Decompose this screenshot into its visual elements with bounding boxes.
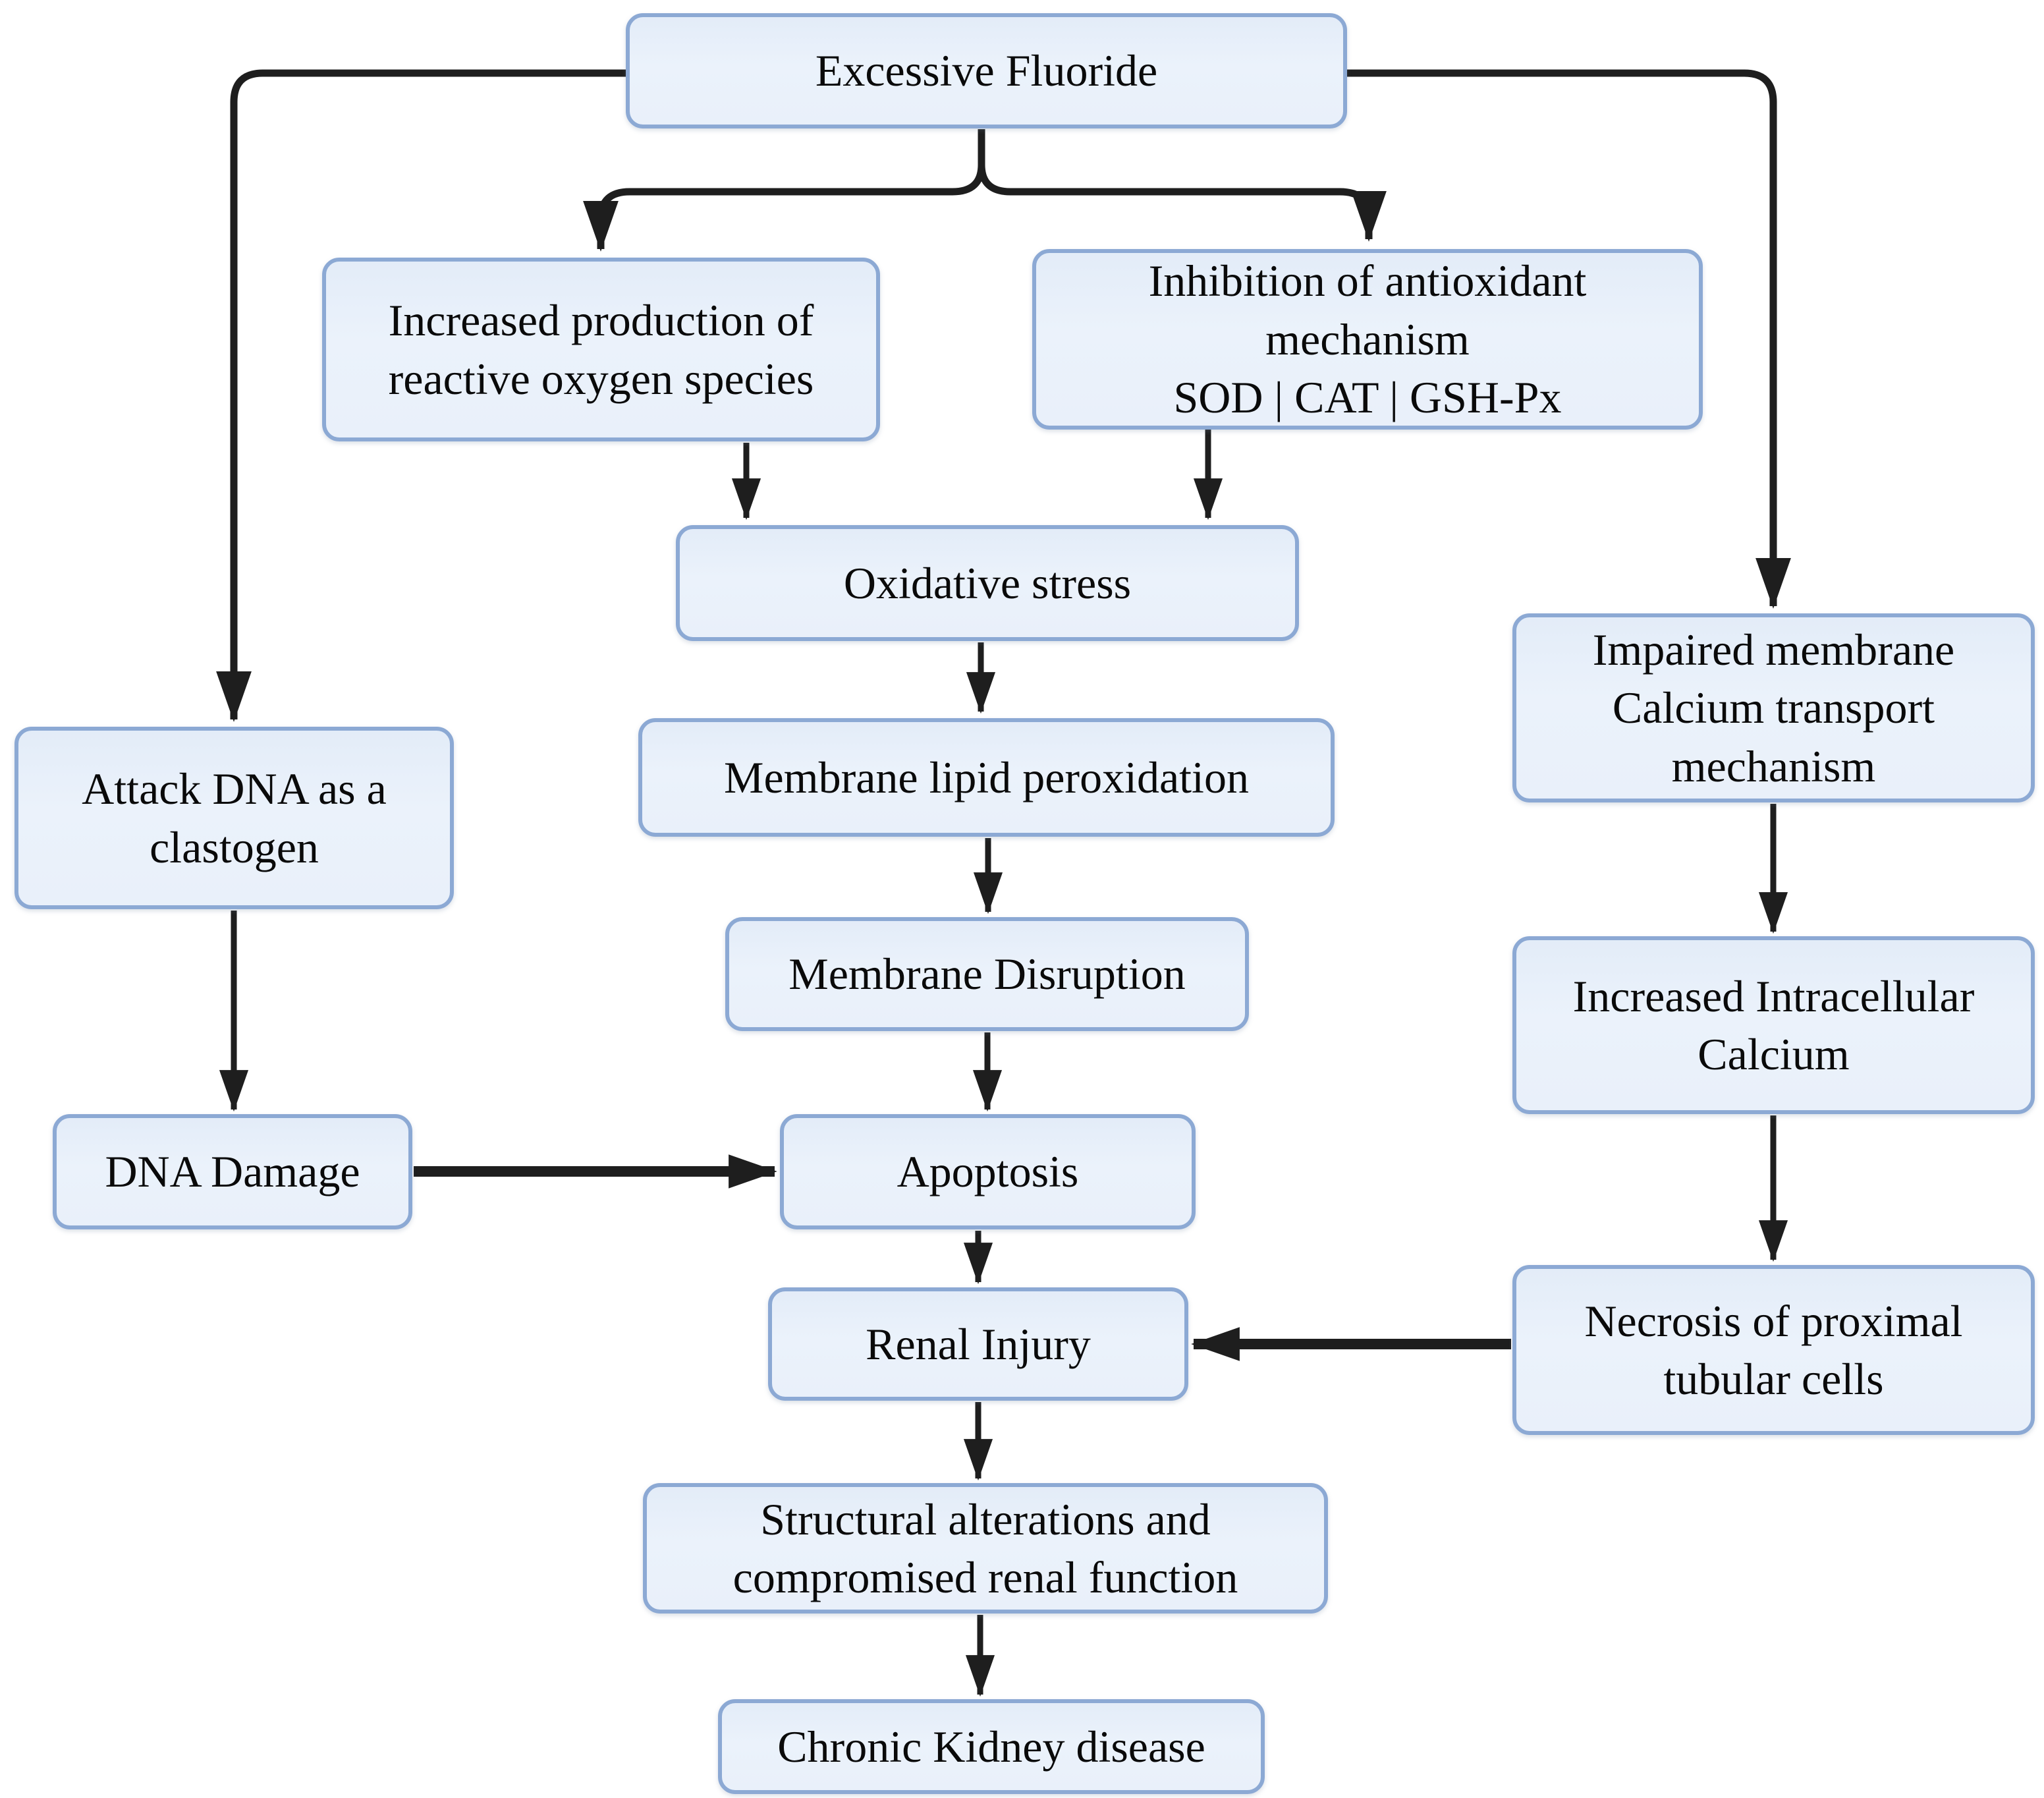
node-membrane-disruption: Membrane Disruption bbox=[725, 917, 1249, 1031]
node-label: Membrane Disruption bbox=[788, 949, 1186, 999]
node-structural-alterations: Structural alterations and compromised r… bbox=[643, 1483, 1328, 1614]
node-inhibition-antioxidant: Inhibition of antioxidant mechanism SOD … bbox=[1032, 249, 1703, 430]
node-label: DNA Damage bbox=[105, 1146, 360, 1197]
node-label: Chronic Kidney disease bbox=[777, 1721, 1205, 1772]
node-impaired-membrane-calcium: Impaired membrane Calcium transport mech… bbox=[1512, 613, 2035, 802]
node-necrosis-proximal-tubular: Necrosis of proximal tubular cells bbox=[1512, 1265, 2035, 1435]
node-label: Renal Injury bbox=[866, 1318, 1091, 1369]
node-label: Attack DNA as a clastogen bbox=[82, 764, 387, 872]
node-label: Impaired membrane Calcium transport mech… bbox=[1592, 624, 1955, 791]
node-excessive-fluoride: Excessive Fluoride bbox=[626, 13, 1347, 128]
node-oxidative-stress: Oxidative stress bbox=[676, 525, 1299, 641]
node-label: Membrane lipid peroxidation bbox=[724, 752, 1249, 802]
node-attack-dna-clastogen: Attack DNA as a clastogen bbox=[14, 727, 454, 909]
node-apoptosis: Apoptosis bbox=[780, 1114, 1196, 1229]
node-dna-damage: DNA Damage bbox=[53, 1114, 412, 1229]
node-chronic-kidney-disease: Chronic Kidney disease bbox=[718, 1699, 1265, 1794]
node-label: Structural alterations and compromised r… bbox=[732, 1494, 1238, 1602]
node-membrane-lipid-peroxidation: Membrane lipid peroxidation bbox=[638, 718, 1335, 837]
edge-excessive-fluoride-to-attack-dna-clastogen bbox=[216, 69, 626, 722]
node-label: Inhibition of antioxidant mechanism SOD … bbox=[1148, 256, 1587, 423]
node-label: Increased production of reactive oxygen … bbox=[388, 295, 814, 404]
node-label: Increased Intracellular Calcium bbox=[1572, 970, 1975, 1079]
edge-excessive-fluoride-to-increased-ros bbox=[583, 129, 985, 252]
node-increased-intracellular-calcium: Increased Intracellular Calcium bbox=[1512, 936, 2035, 1114]
node-label: Excessive Fluoride bbox=[815, 45, 1158, 96]
node-renal-injury: Renal Injury bbox=[768, 1287, 1188, 1401]
node-increased-ros: Increased production of reactive oxygen … bbox=[322, 258, 880, 441]
node-label: Necrosis of proximal tubular cells bbox=[1584, 1295, 1963, 1404]
edge-excessive-fluoride-to-inhibition-antioxidant bbox=[978, 129, 1387, 242]
node-label: Apoptosis bbox=[897, 1146, 1079, 1197]
node-label: Oxidative stress bbox=[843, 557, 1132, 608]
edge-excessive-fluoride-to-impaired-membrane-calcium bbox=[1347, 69, 1791, 609]
